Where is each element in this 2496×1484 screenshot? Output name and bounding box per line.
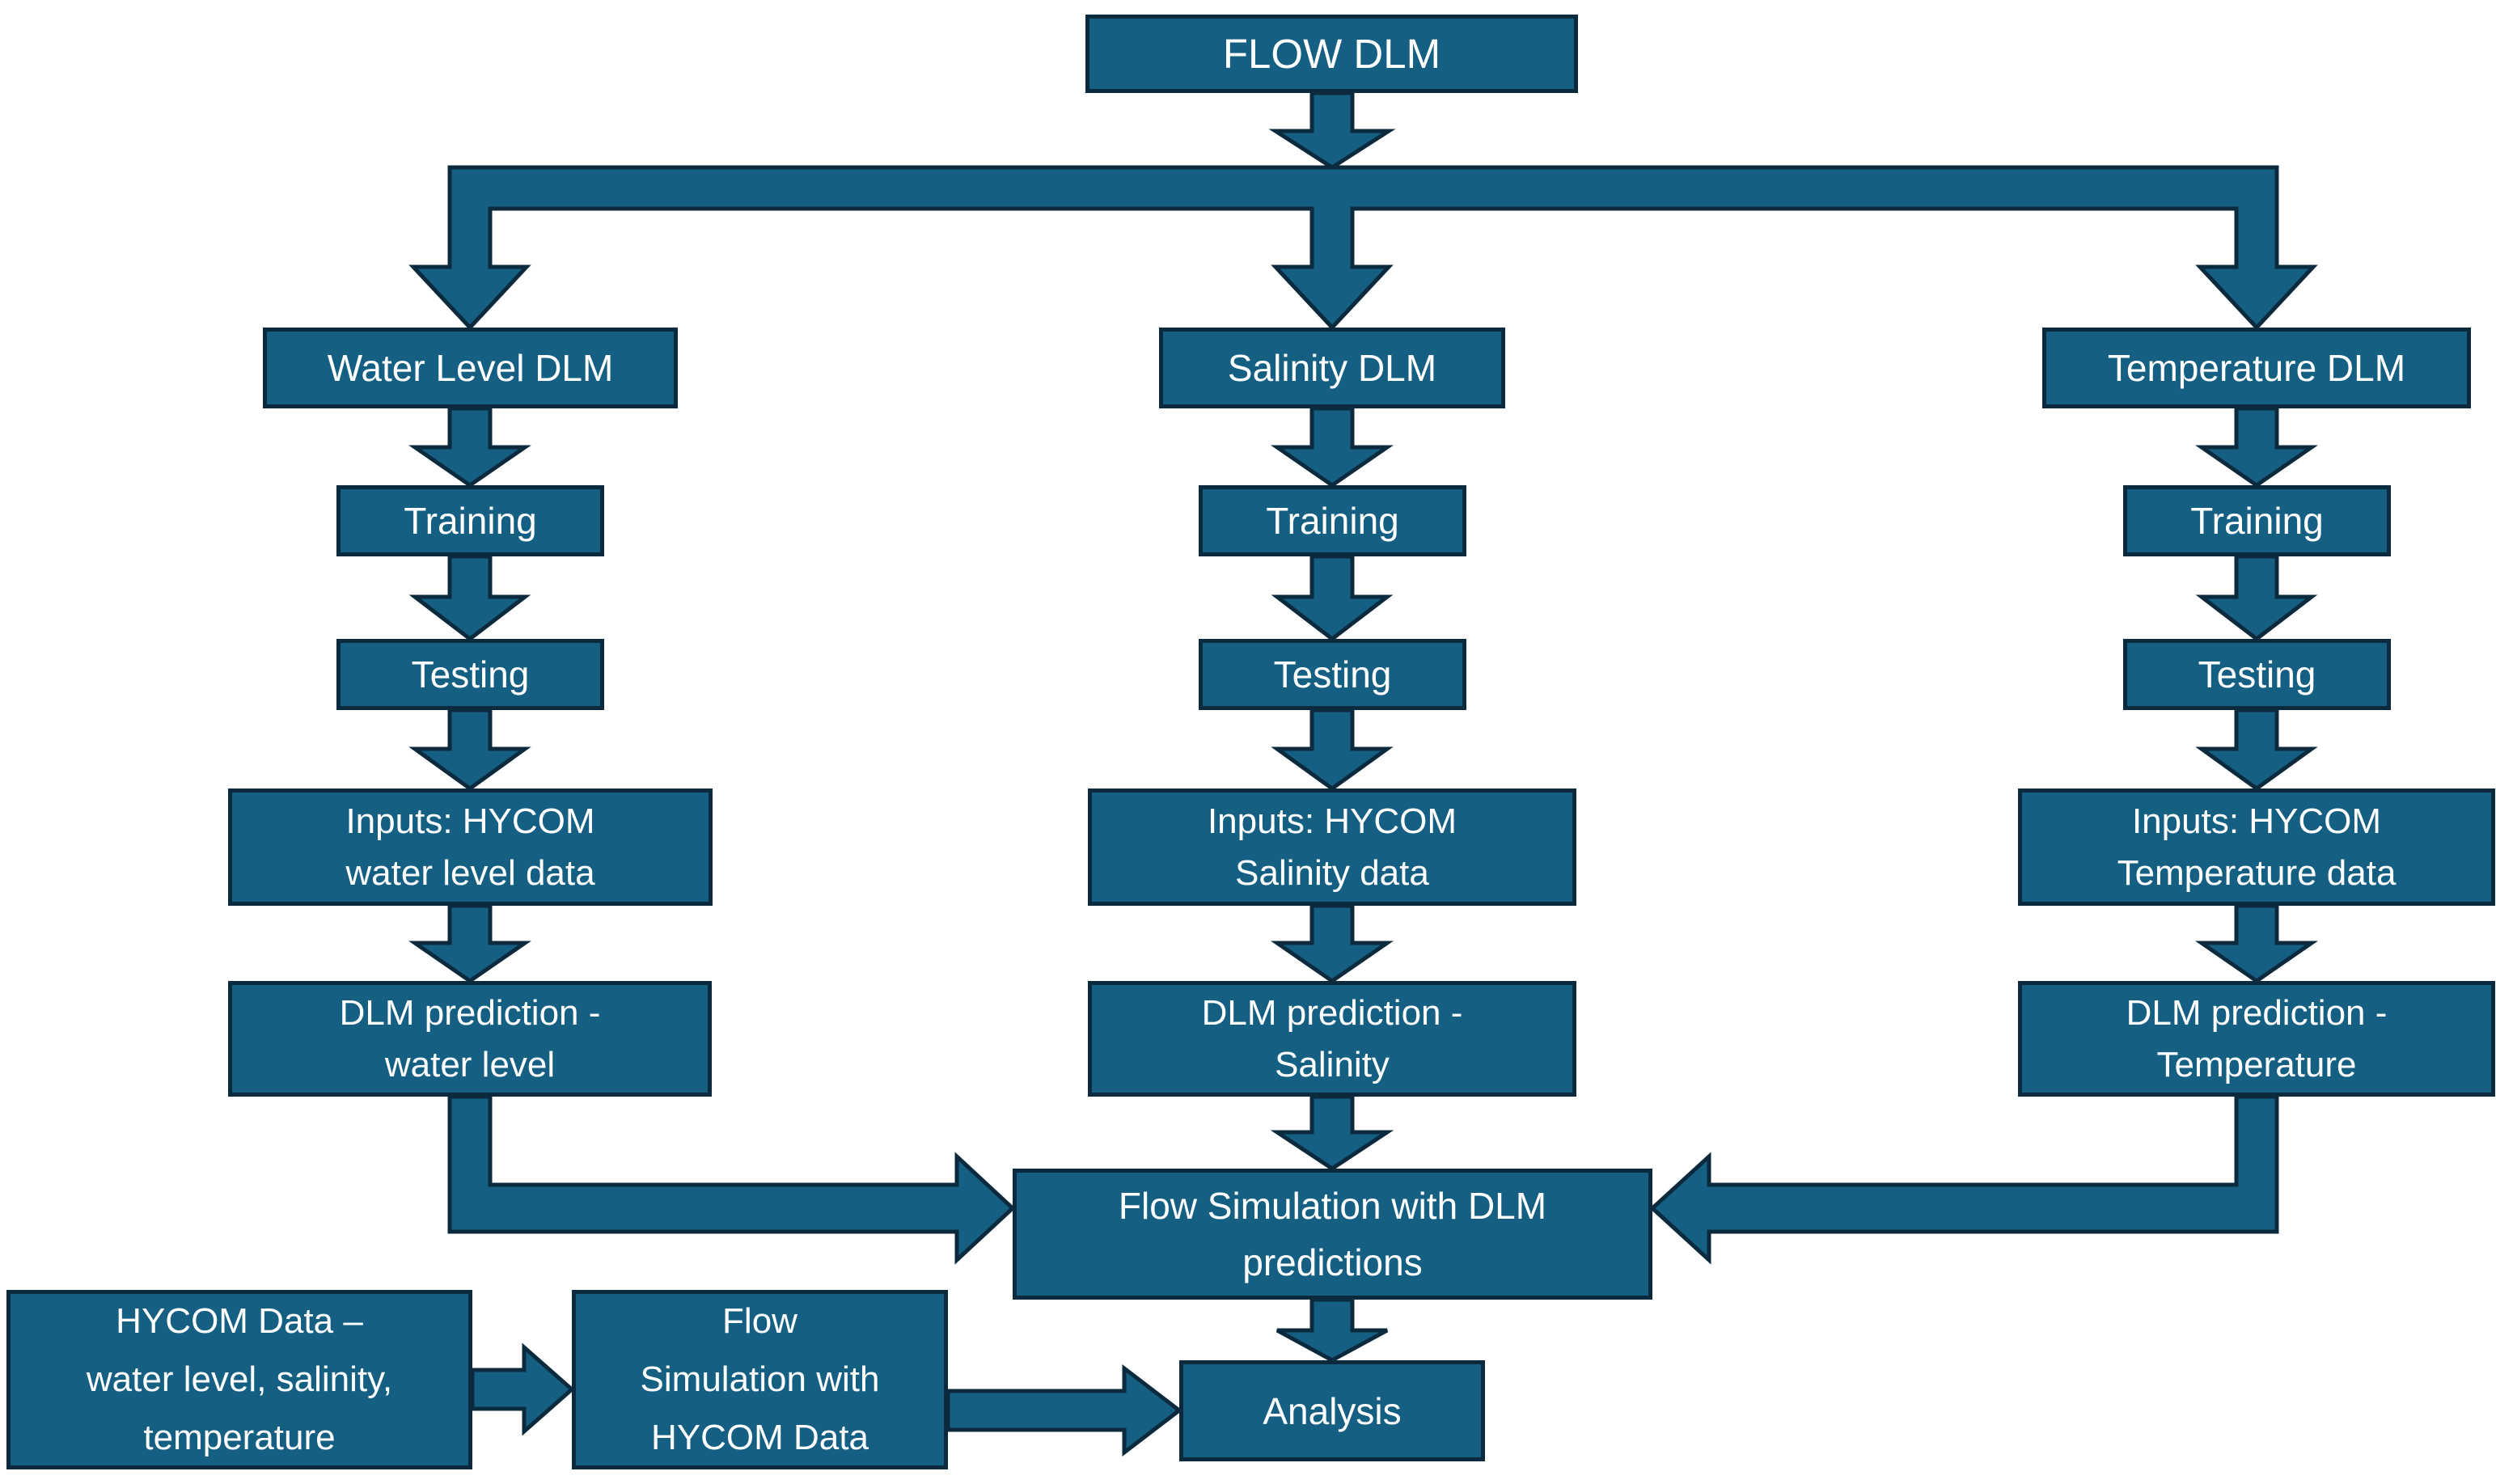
arrow-testing-to-inputs-temperature [2195,708,2318,792]
arrow-inputs-to-pred-water [408,903,532,984]
node-inputs-salinity: Inputs: HYCOM Salinity data [1088,789,1576,906]
node-training-temperature: Training [2123,485,2391,556]
node-hycom-data: HYCOM Data – water level, salinity, temp… [6,1290,472,1469]
node-flow-sim-hycom-line3: HYCOM Data [651,1418,869,1457]
node-pred-salinity-line2: Salinity [1275,1044,1390,1084]
node-hycom-data-line1: HYCOM Data – [116,1301,363,1341]
node-testing-salinity: Testing [1199,639,1466,710]
node-analysis: Analysis [1179,1360,1485,1461]
node-pred-water: DLM prediction - water level [228,981,712,1097]
node-testing-water: Testing [336,639,604,710]
node-pred-water-line1: DLM prediction - [339,992,601,1033]
arrow-flowsim-to-analysis [1275,1297,1389,1363]
node-flow-sim-dlm-line2: predictions [1242,1241,1423,1283]
node-salinity-dlm: Salinity DLM [1159,328,1505,408]
node-flow-sim-hycom: Flow Simulation with HYCOM Data [572,1290,948,1469]
arrow-hycomdata-to-flowsimhycom [470,1342,575,1436]
arrow-flowsimhycom-to-analysis [946,1364,1183,1457]
node-water-level-dlm: Water Level DLM [263,328,678,408]
node-flow-sim-dlm: Flow Simulation with DLM predictions [1013,1169,1652,1300]
node-pred-temperature-line2: Temperature [2156,1044,2357,1084]
node-training-salinity-label: Training [1266,500,1399,542]
node-inputs-salinity-line2: Salinity data [1235,852,1429,893]
arrow-training-to-testing-salinity [1271,554,1394,642]
elbow-pred-water-to-flowsim [447,1094,1016,1265]
node-temperature-dlm-label: Temperature DLM [2107,347,2406,389]
arrow-training-to-testing-temperature [2195,554,2318,642]
arrow-training-to-testing-water [408,554,531,642]
node-pred-salinity-line1: DLM prediction - [1201,992,1463,1033]
node-water-level-dlm-label: Water Level DLM [327,347,614,389]
arrow-pred-salinity-to-flowsim [1270,1094,1394,1171]
node-flow-dlm: FLOW DLM [1085,15,1578,93]
node-inputs-salinity-line1: Inputs: HYCOM [1207,801,1457,841]
arrow-inputs-to-pred-temperature [2194,903,2319,984]
node-training-water-label: Training [404,500,537,542]
arrow-testing-to-inputs-water [408,708,531,792]
node-inputs-temperature: Inputs: HYCOM Temperature data [2018,789,2495,906]
arrow-flowdlm-to-bar [1268,91,1396,170]
arrow-inputs-to-pred-salinity [1270,903,1394,984]
node-testing-water-label: Testing [411,653,530,695]
node-temperature-dlm: Temperature DLM [2042,328,2471,408]
arrow-testing-to-inputs-salinity [1271,708,1394,792]
node-pred-temperature-line1: DLM prediction - [2126,992,2388,1033]
node-pred-water-line2: water level [384,1044,556,1084]
node-training-temperature-label: Training [2190,500,2324,542]
node-flow-sim-dlm-line1: Flow Simulation with DLM [1118,1185,1547,1227]
node-inputs-temperature-line2: Temperature data [2117,852,2397,893]
node-training-salinity: Training [1199,485,1466,556]
distribution-connector [408,165,2318,331]
node-flow-sim-hycom-line2: Simulation with [640,1359,880,1399]
node-testing-salinity-label: Testing [1273,653,1392,695]
arrow-salinitydlm-to-training [1270,406,1394,488]
node-pred-salinity: DLM prediction - Salinity [1088,981,1576,1097]
node-testing-temperature-label: Testing [2198,653,2316,695]
node-inputs-water-line1: Inputs: HYCOM [345,801,595,841]
node-testing-temperature: Testing [2123,639,2391,710]
node-inputs-temperature-line1: Inputs: HYCOM [2131,801,2382,841]
node-hycom-data-line3: temperature [143,1418,336,1457]
node-inputs-water-line2: water level data [345,852,595,893]
node-pred-temperature: DLM prediction - Temperature [2018,981,2495,1097]
node-analysis-label: Analysis [1263,1389,1402,1432]
node-flow-sim-hycom-line1: Flow [722,1301,797,1341]
node-flow-dlm-label: FLOW DLM [1222,30,1441,77]
node-salinity-dlm-label: Salinity DLM [1227,347,1437,389]
node-inputs-water: Inputs: HYCOM water level data [228,789,713,906]
node-training-water: Training [336,485,604,556]
arrow-temperaturedlm-to-training [2194,406,2319,488]
arrow-waterdlm-to-training [408,406,532,488]
node-hycom-data-line2: water level, salinity, [86,1359,393,1399]
elbow-pred-temperature-to-flowsim [1649,1094,2279,1265]
